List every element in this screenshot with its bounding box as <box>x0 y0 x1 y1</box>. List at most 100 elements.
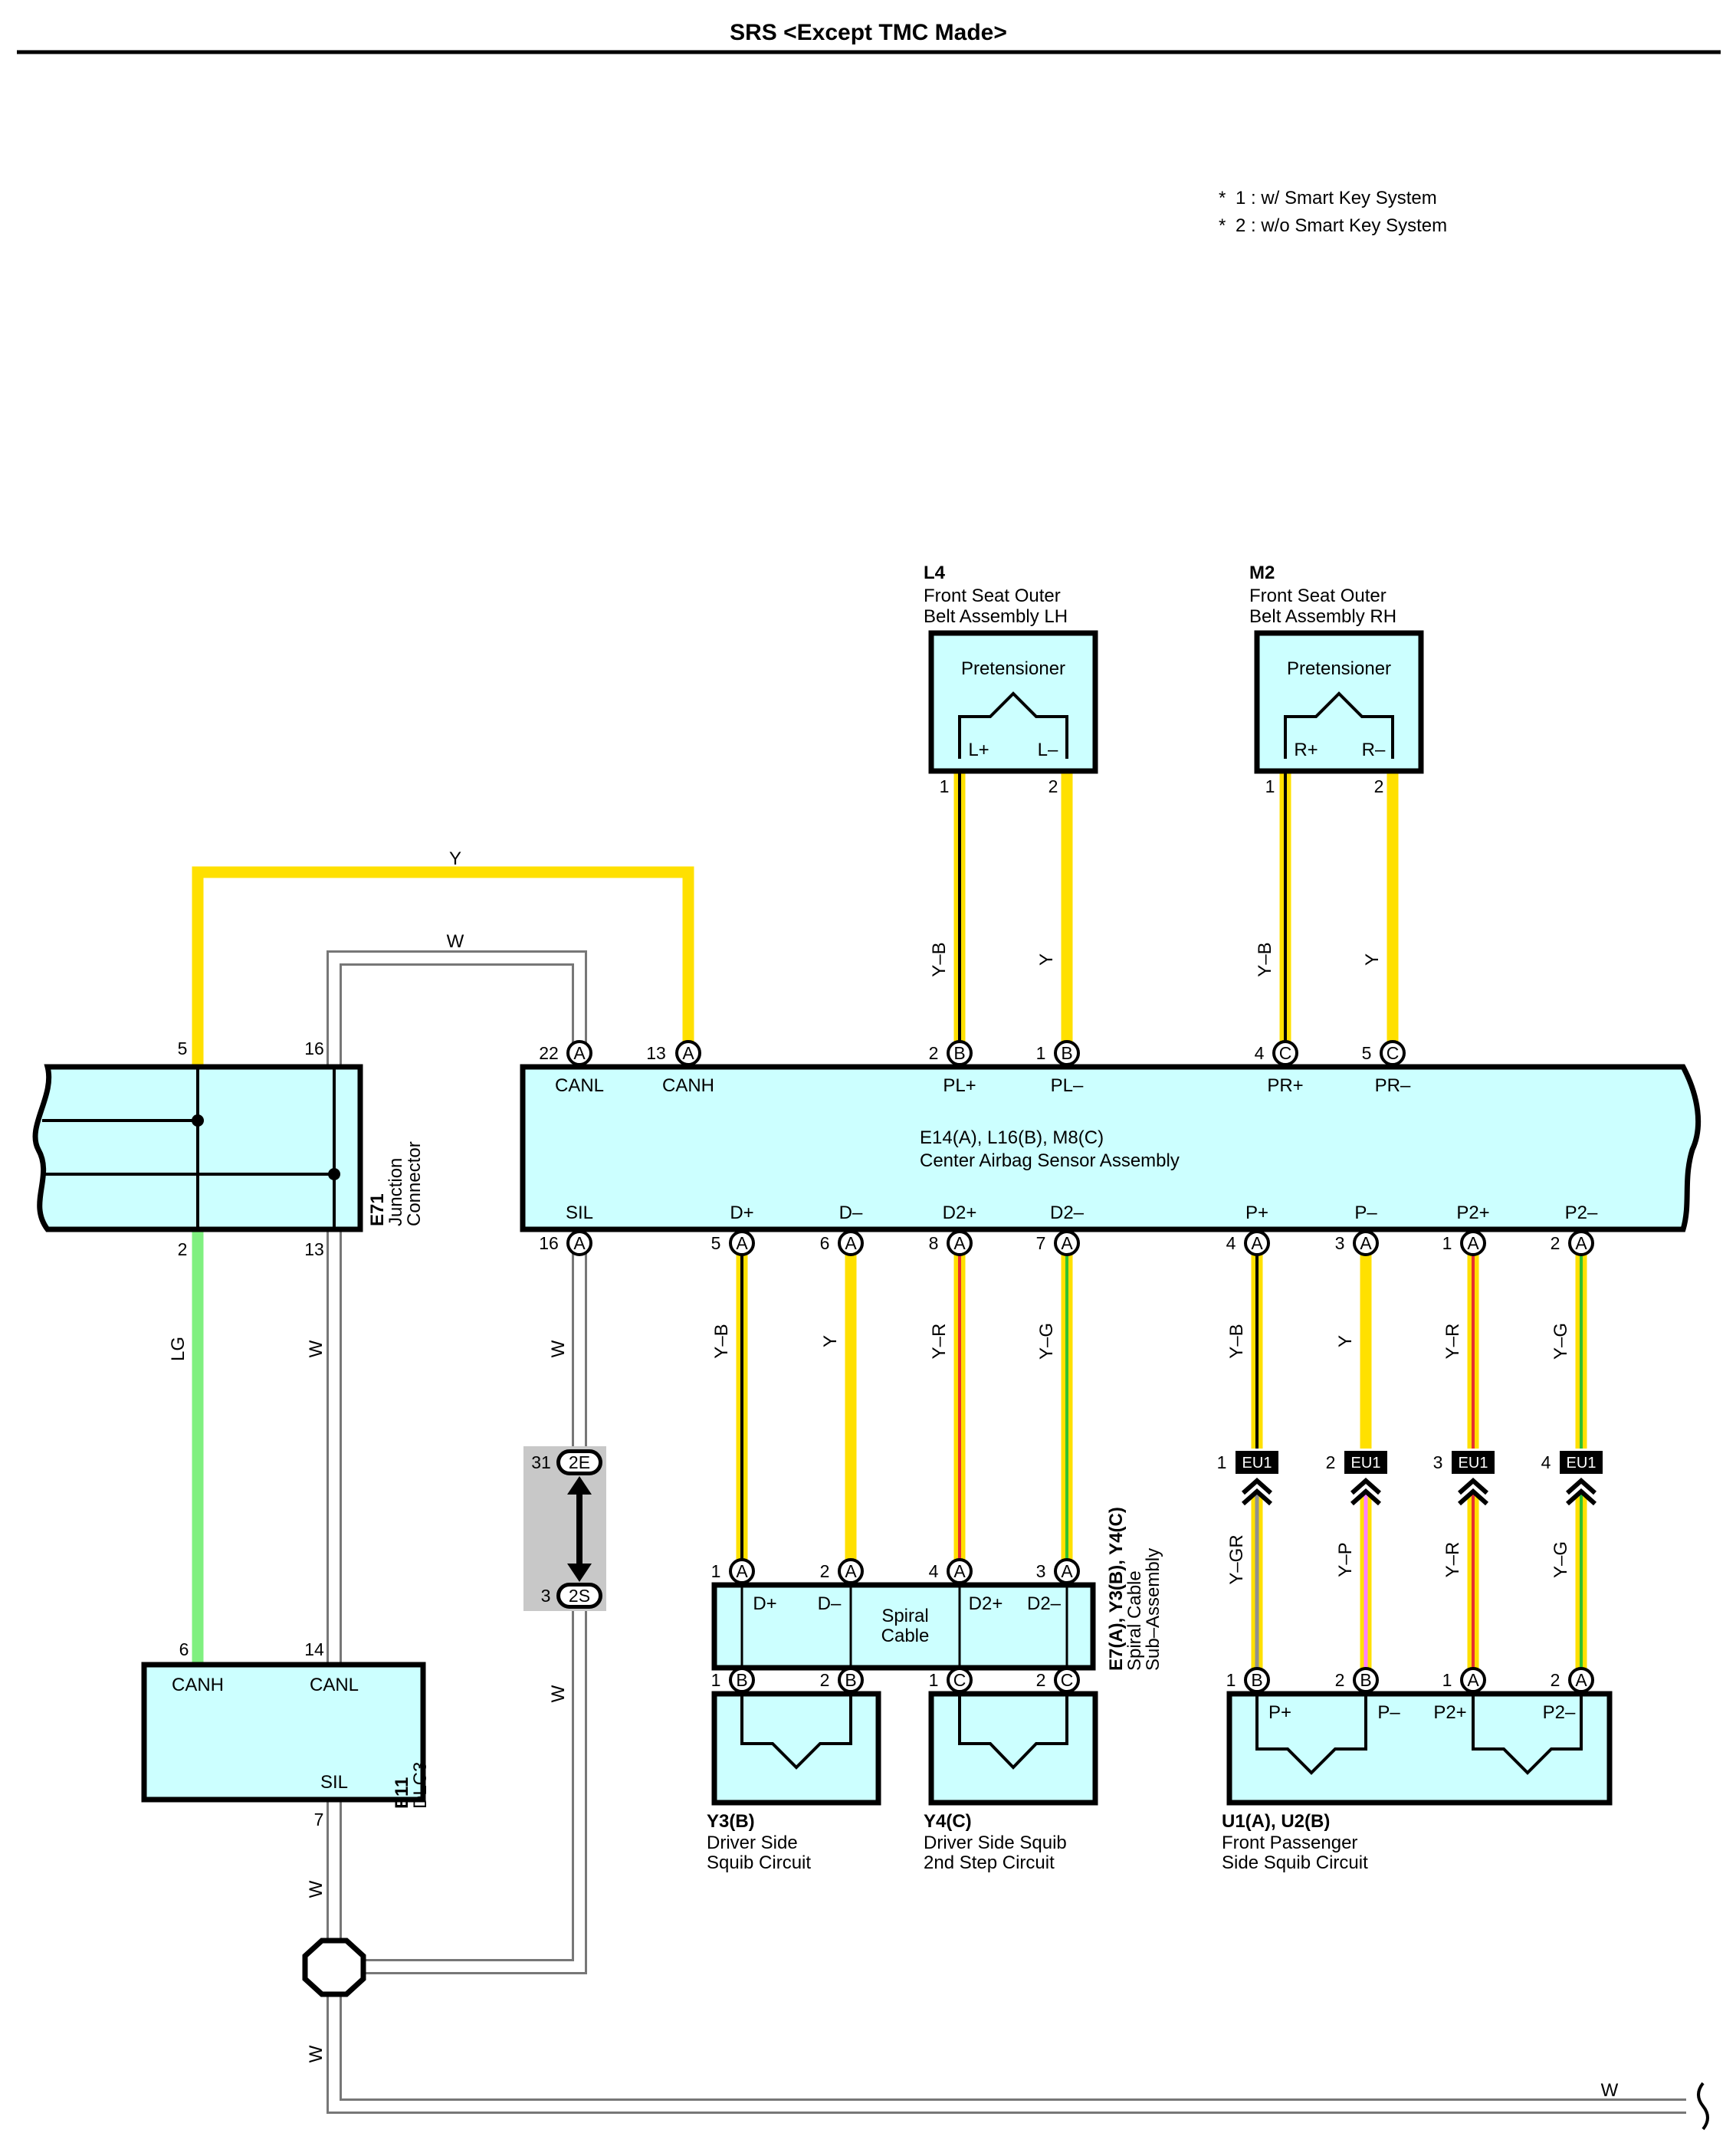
spiral-code: E7(A), Y3(B), Y4(C) <box>1106 1507 1127 1671</box>
connector-letter: A <box>1467 1670 1479 1690</box>
junction-2s-inner <box>560 1587 599 1605</box>
u1-pin-p-plus: P+ <box>1268 1702 1291 1723</box>
pin-number: 2 <box>1335 1670 1345 1690</box>
wire-color-label: Y <box>1362 953 1383 966</box>
connector-letter: A <box>1061 1233 1073 1253</box>
wire-color-label: Y–GR <box>1226 1534 1247 1584</box>
pin-number: 2 <box>1551 1670 1560 1690</box>
ecu-pin-d2-minus: D2– <box>1050 1203 1085 1223</box>
y4-name2: 2nd Step Circuit <box>924 1852 1055 1873</box>
connector-letter: A <box>573 1233 586 1253</box>
e71-code: E71 <box>367 1193 388 1226</box>
pin-number: 2 <box>1048 776 1058 796</box>
note-marker: * <box>1219 188 1226 208</box>
wire-color-label: Y–G <box>1036 1323 1057 1360</box>
pin-number: 2 <box>1036 1670 1046 1690</box>
wire-color-label: Y–R <box>929 1324 950 1360</box>
pin-number: 2 <box>820 1561 830 1581</box>
connector-letter: B <box>736 1670 747 1690</box>
ecu-pin-pl-minus: PL– <box>1051 1075 1084 1096</box>
pin-number: 16 <box>539 1233 559 1253</box>
continuation-mark <box>1697 2082 1709 2131</box>
connector-letter: A <box>736 1233 748 1253</box>
u1-label: U1(A), U2(B) Front Passenger Side Squib … <box>1222 1811 1368 1873</box>
junction-2s-label: 2S <box>569 1586 590 1606</box>
spiral-top-connectors <box>729 1558 1080 1584</box>
wire-color-label: W <box>306 2045 327 2062</box>
wire-canh-loop <box>192 866 694 1065</box>
ecu-pin-d-plus: D+ <box>730 1203 753 1223</box>
y4-squib-box <box>928 1691 1098 1806</box>
connector-letter: B <box>1061 1043 1072 1063</box>
u1-squib-box <box>1226 1691 1613 1806</box>
ecu-box <box>520 1064 1702 1232</box>
y3-squib-symbol <box>740 1694 852 1770</box>
e11-name: DLC3 <box>410 1762 431 1809</box>
pin-number: 7 <box>314 1810 324 1829</box>
ecu-pin-p2-plus: P2+ <box>1456 1203 1489 1223</box>
eu1-connectors <box>1236 1451 1603 1474</box>
pin-number: 4 <box>1541 1452 1551 1472</box>
pin-number: 13 <box>304 1239 324 1259</box>
u1-top-connectors <box>1244 1667 1594 1693</box>
spiral-pin-d2-minus: D2– <box>1027 1593 1062 1614</box>
ecu-name: Center Airbag Sensor Assembly <box>920 1150 1180 1171</box>
double-arrow-icon <box>567 1476 592 1582</box>
connector-letter: A <box>1467 1233 1479 1253</box>
pin-number: 22 <box>539 1043 559 1063</box>
spiral-inner2: Cable <box>881 1626 930 1646</box>
wire-color-label: W <box>447 931 464 952</box>
e11-dlc3-box <box>141 1662 426 1803</box>
l4-name2: Belt Assembly LH <box>924 606 1068 627</box>
ecu-pin-p-plus: P+ <box>1245 1203 1268 1223</box>
ecu-pin-d-minus: D– <box>839 1203 863 1223</box>
l4-pin-a: L+ <box>968 740 989 760</box>
y3-name1: Driver Side <box>707 1833 798 1853</box>
wire-color-label: Y–B <box>1255 942 1275 976</box>
l4-inner-label: Pretensioner <box>961 658 1065 679</box>
e71-junction-connector <box>32 1064 363 1232</box>
connector-letter: A <box>1251 1233 1263 1253</box>
pin-number: 6 <box>820 1233 830 1253</box>
u1-pin-p-minus: P– <box>1377 1702 1400 1723</box>
connector-letter: A <box>736 1561 748 1581</box>
pin-number: 16 <box>304 1039 324 1058</box>
e11-code: E11 <box>392 1777 412 1809</box>
connector-letter: A <box>1061 1561 1073 1581</box>
chevron-up-icon <box>1242 1477 1597 1506</box>
wire-color-label: LG <box>168 1337 189 1361</box>
m2-code: M2 <box>1249 563 1275 583</box>
ecu-pin-pl-plus: PL+ <box>943 1075 976 1096</box>
pin-number: 1 <box>1226 1670 1236 1690</box>
pin-number: 3 <box>1036 1561 1046 1581</box>
note-2: 2 : w/o Smart Key System <box>1236 215 1447 236</box>
connector-letter: A <box>573 1043 586 1063</box>
wire-color-label: Y–B <box>1226 1324 1247 1358</box>
pin-number: 3 <box>1335 1233 1345 1253</box>
diagram-title: SRS <Except TMC Made> <box>730 20 1007 45</box>
y4-name1: Driver Side Squib <box>924 1833 1067 1853</box>
u1-squib-symbol-2 <box>1472 1694 1583 1775</box>
u1-pin-p2-plus: P2+ <box>1433 1702 1466 1723</box>
u1-squib-symbol-1 <box>1255 1694 1367 1775</box>
connector-letter: A <box>953 1561 966 1581</box>
pin-number: 5 <box>1362 1043 1372 1063</box>
pin-number: 2 <box>929 1043 939 1063</box>
pin-number: 14 <box>304 1639 324 1659</box>
pin-number: 6 <box>179 1639 189 1659</box>
dlc-pin-canl: CANL <box>310 1675 359 1695</box>
wire-color-label: W <box>548 1685 569 1702</box>
pin-number: 1 <box>929 1670 939 1690</box>
connector-letter: A <box>845 1561 857 1581</box>
connector-letter: B <box>953 1043 965 1063</box>
connector-letter: C <box>953 1670 966 1690</box>
wire-spiral-to-squibs <box>740 1669 1068 1678</box>
wire-color-label: Y–G <box>1551 1541 1571 1578</box>
connector-letter: B <box>845 1670 856 1690</box>
y4-squib-symbol <box>958 1694 1068 1770</box>
e11-label: E11 DLC3 <box>392 1762 431 1809</box>
u1-name1: Front Passenger <box>1222 1833 1357 1853</box>
pin-number: 1 <box>711 1561 721 1581</box>
spiral-pin-d-minus: D– <box>818 1593 842 1614</box>
spiral-label: E7(A), Y3(B), Y4(C) Spiral Cable Sub–Ass… <box>1106 1507 1163 1671</box>
